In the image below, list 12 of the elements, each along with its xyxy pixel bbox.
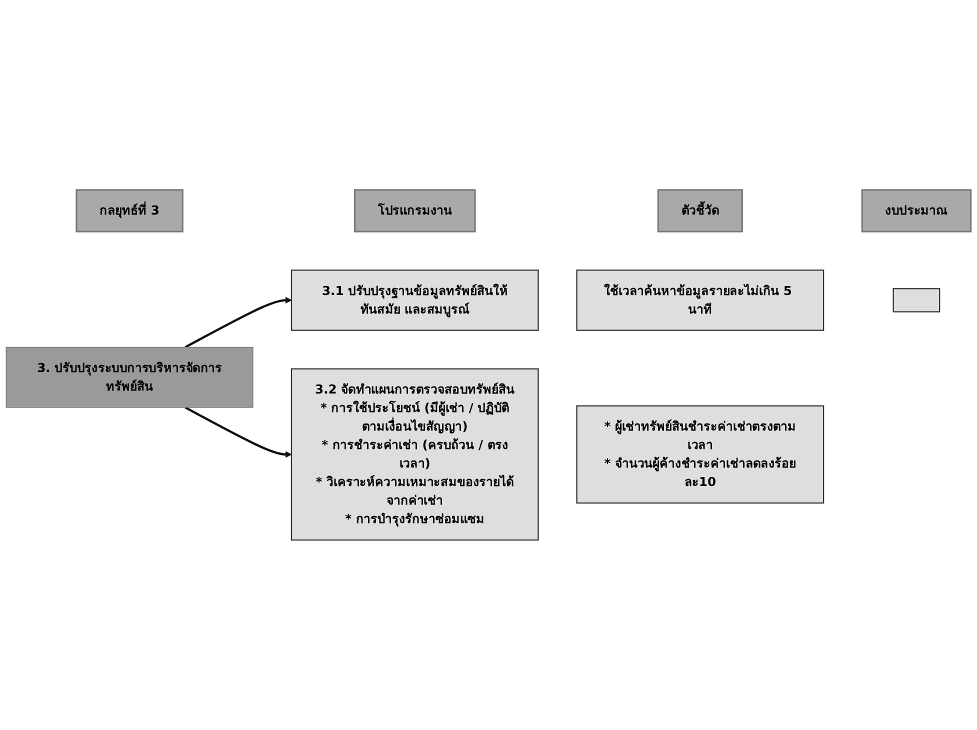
node-box: * ผู้เช่าทรัพย์สินชำระค่าเช่าตรงตามเวลา * จำนวนผู้ค้างชำระค่าเช่าลดลงร้อยละ10 [576, 405, 824, 504]
node-box: งบประมาณ [861, 189, 972, 232]
node-box: ใช้เวลาค้นหาข้อมูลรายละไม่เกิน 5 นาที [576, 270, 824, 331]
node-box [892, 288, 940, 312]
node-box: 3. ปรับปรุงระบบการบริหารจัดการทรัพย์สิน [6, 346, 254, 408]
node-box: 3.1 ปรับปรุงฐานข้อมูลทรัพย์สินให้ทันสมัย และสมบูรณ์ [290, 270, 539, 331]
arrow [184, 296, 292, 348]
node-box: โปรแกรมงาน [354, 189, 476, 232]
node-box: กลยุทธ์ที่ 3 [76, 189, 184, 232]
node-box: ตัวชี้วัด [657, 189, 743, 232]
arrow [184, 406, 292, 458]
node-box: 3.2 จัดทำแผนการตรวจสอบทรัพย์สิน * การใช้ประโยชน์ (มีผู้เช่า / ปฏิบัติตามเงื่อนไขสัญญา) * การชำระค่าเช่า (ครบถ้วน / ตรงเวลา) * วิเคราะห์ความเหมาะสมของรายได้จากค่าเช่า * การบำรุงรักษาซ่อมแซม [290, 368, 539, 541]
